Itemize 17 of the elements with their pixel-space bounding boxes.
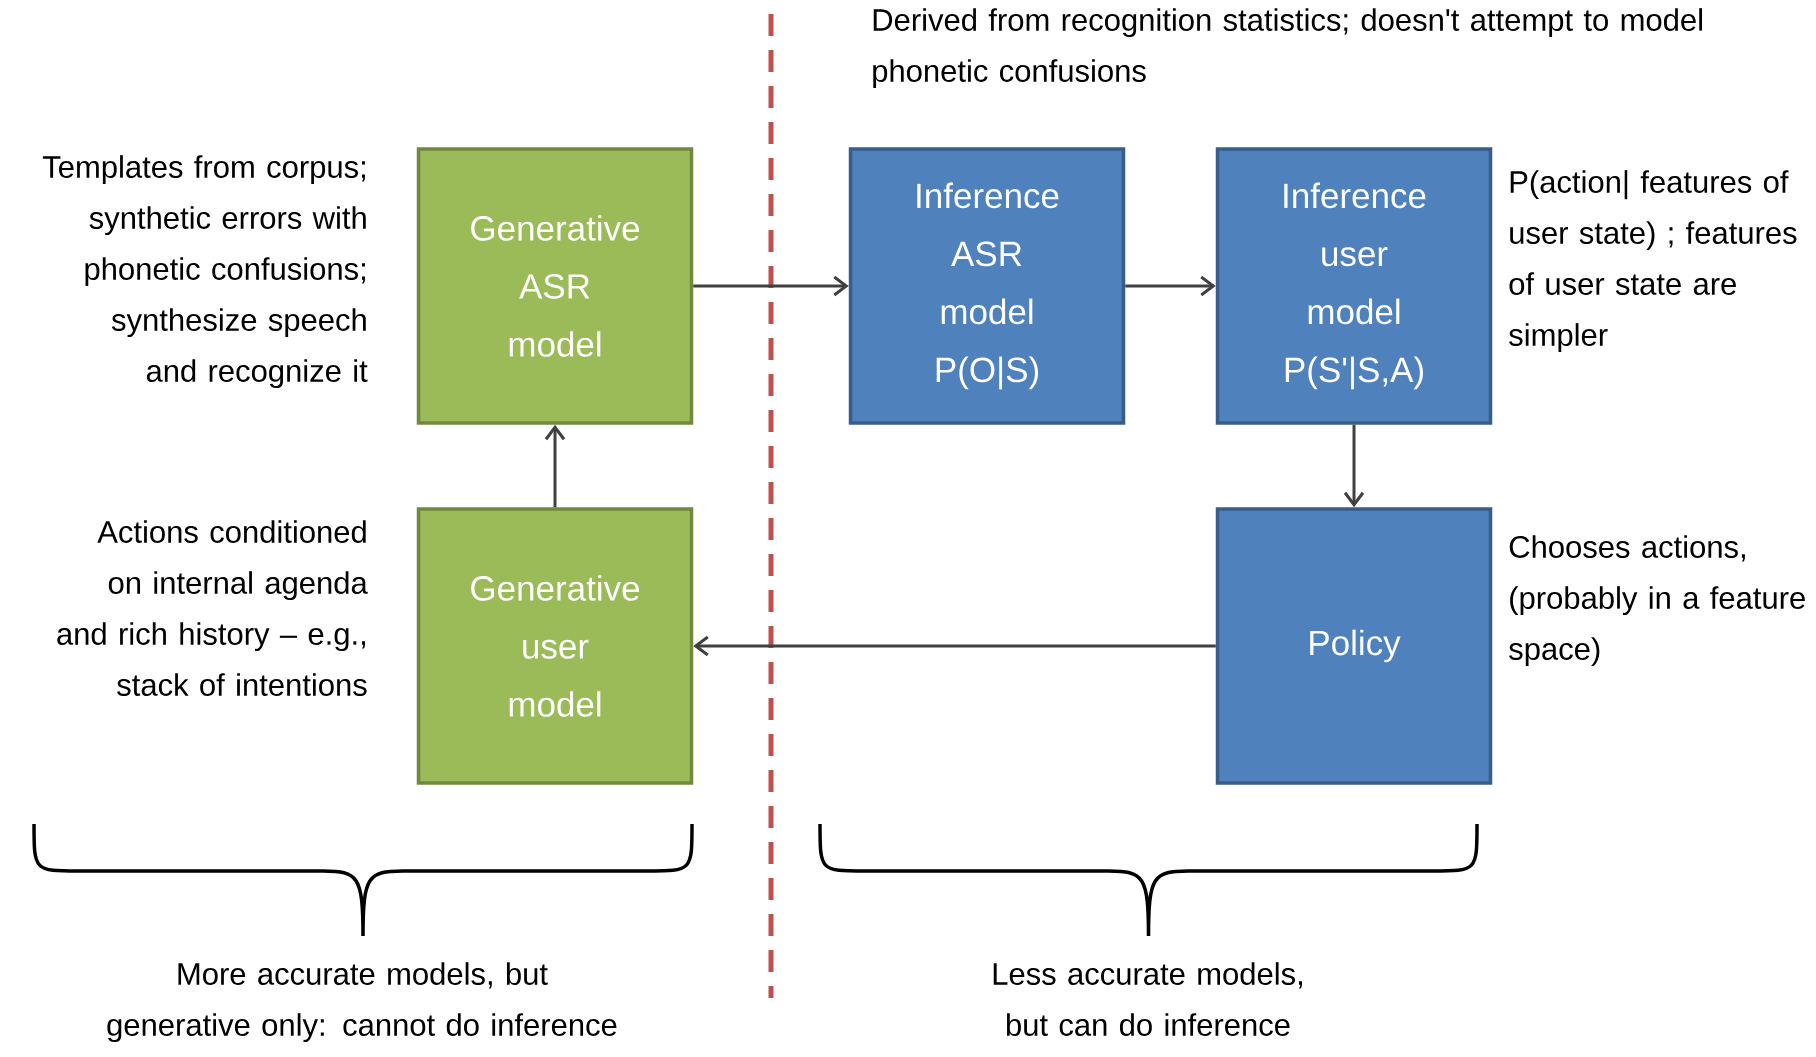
note-text: Chooses actions, (probably in a feature space): [1509, 535, 1805, 667]
arrow: [1343, 424, 1365, 508]
arrow: [544, 424, 566, 508]
arrow: [1125, 275, 1216, 297]
process-box: Generative ASR model: [416, 147, 694, 425]
caption-text: Less accurate models, but can do inference: [993, 962, 1302, 1036]
note-text: Templates from corpus; synthetic errors with phonetic confusions; synthesize speech and recognize it: [42, 155, 368, 389]
note-text: Derived from recognition statistics; doesn't attempt to model phonetic confusions: [873, 8, 1702, 89]
process-box: Generative user model: [416, 507, 694, 785]
arrow: [693, 635, 1216, 657]
arrow: [693, 275, 849, 297]
process-box: Policy: [1215, 507, 1493, 785]
note-text: P(action| features of user state) ; features of user state are simpler: [1509, 170, 1797, 353]
caption-text: More accurate models, but generative only: cannot do inference: [107, 962, 617, 1043]
process-box: Inference ASR model P(O|S): [848, 147, 1126, 425]
note-text: Actions conditioned on internal agenda and rich history – e.g., stack of intentions: [57, 520, 368, 696]
process-box: Inference user model P(S'|S,A): [1215, 147, 1493, 425]
